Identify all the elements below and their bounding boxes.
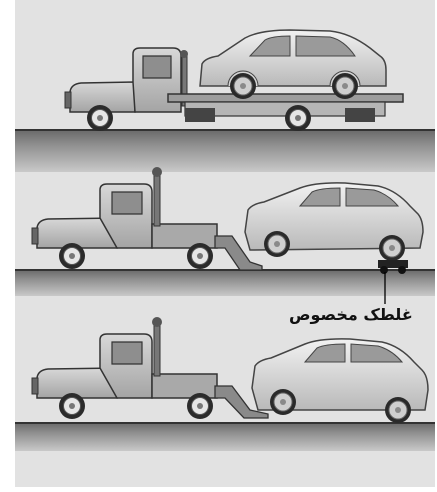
towed-car (252, 339, 428, 423)
dolly-scene (15, 167, 435, 304)
truck-rear-wheel (285, 105, 311, 131)
road-surface (15, 130, 435, 172)
car-on-flatbed (200, 30, 386, 99)
tow-truck (32, 167, 217, 248)
flatbed-platform (168, 94, 403, 102)
road-surface (15, 423, 435, 451)
wheel-lift-scene (15, 317, 435, 451)
truck-front-wheel (87, 105, 113, 131)
flatbed-scene (15, 30, 435, 172)
tow-truck (32, 317, 217, 398)
towed-car (245, 183, 423, 261)
road-surface (15, 270, 435, 296)
special-dolly-label: غلطک مخصوص (289, 305, 429, 329)
